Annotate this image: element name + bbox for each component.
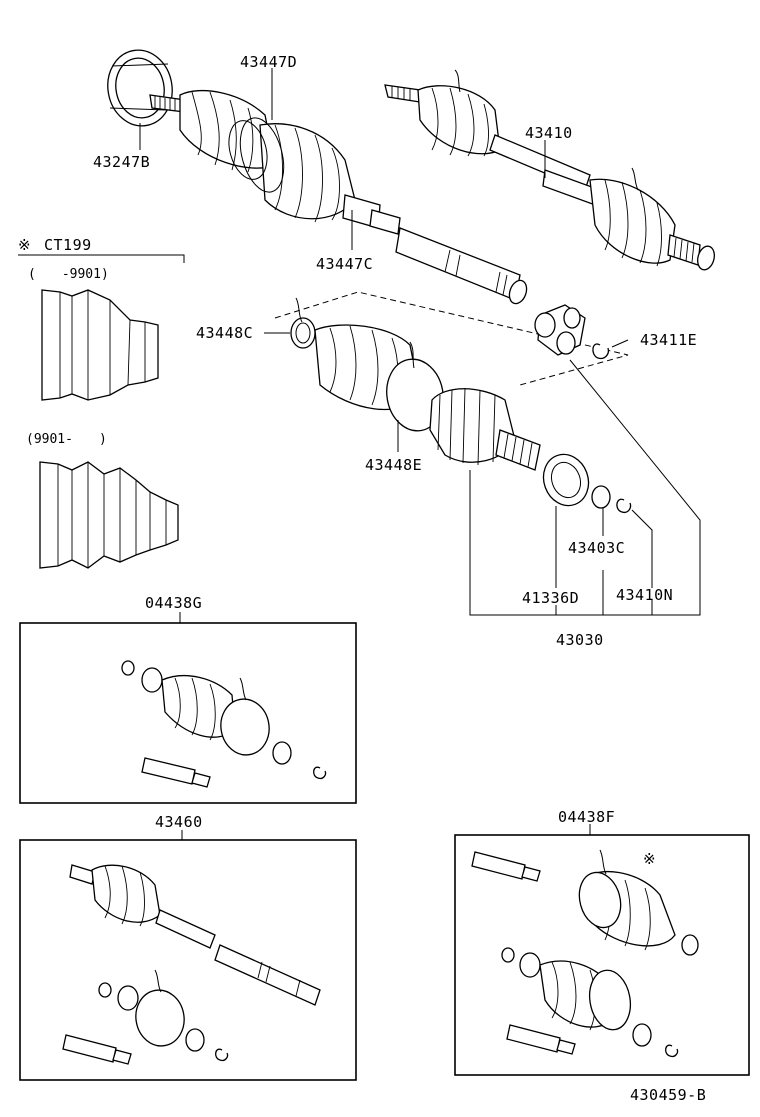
dust-seal: [542, 453, 590, 507]
right-shaft-assembly: [384, 69, 715, 271]
kit-43460-parts: [62, 864, 321, 1065]
label-41336D: 41336D: [522, 589, 579, 607]
outer-boot: [228, 117, 356, 223]
outer-boot-band-ring: [107, 49, 173, 127]
outer-cv-joint: [149, 89, 276, 173]
label-04438G: 04438G: [145, 594, 202, 612]
label-43410N: 43410N: [616, 586, 673, 604]
range-post-9901: (9901- ): [26, 432, 107, 447]
dashed-assembly-outline: [274, 291, 629, 386]
label-43460: 43460: [155, 813, 203, 831]
label-43403C: 43403C: [568, 539, 625, 557]
label-43411E: 43411E: [640, 331, 697, 349]
o-ring: [591, 485, 611, 509]
kit-box-04438F: [454, 834, 750, 1076]
label-43447D: 43447D: [240, 53, 297, 71]
label-43447C: 43447C: [316, 255, 373, 273]
range-pre-9901: ( -9901): [28, 267, 109, 282]
label-43247B: 43247B: [93, 153, 150, 171]
inner-cv-housing: [429, 387, 541, 471]
inner-boot: [314, 324, 444, 432]
label-43410: 43410: [525, 124, 573, 142]
leader-lines: [139, 68, 701, 616]
boot-post-9901: [39, 461, 179, 569]
kit-box-04438G: [19, 622, 357, 804]
ct199-code: CT199: [44, 236, 92, 254]
label-04438F: 04438F: [558, 808, 615, 826]
boot-pre-9901: [41, 289, 159, 401]
ct199-bracket: [18, 254, 185, 263]
label-43030: 43030: [556, 631, 604, 649]
label-43448C: 43448C: [196, 324, 253, 342]
inner-boot-band: [290, 297, 316, 349]
outer-shaft: [342, 194, 528, 305]
snap-ring-43410N: [616, 498, 632, 514]
kit-mark: ※: [643, 850, 656, 868]
tripod-joint: [534, 304, 586, 356]
label-43448E: 43448E: [365, 456, 422, 474]
snap-ring-43411E: [592, 343, 610, 360]
kit-04438G-parts: [121, 660, 327, 788]
kit-04438F-parts: [471, 849, 699, 1058]
kit-box-43460: [19, 839, 357, 1081]
ct199-mark: ※: [18, 236, 31, 254]
figure-number: 430459-B: [630, 1086, 706, 1104]
